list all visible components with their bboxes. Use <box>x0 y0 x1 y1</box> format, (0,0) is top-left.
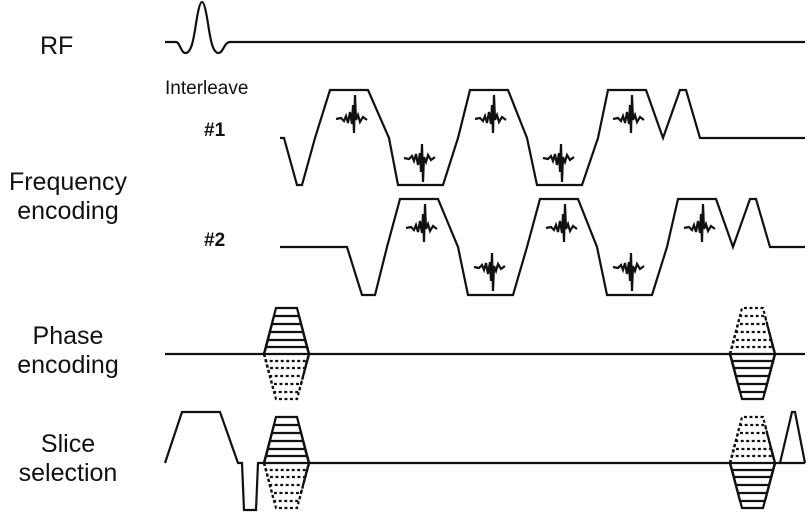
slice-encoding-table-right <box>728 415 777 510</box>
frequency-word: Frequency <box>8 168 128 196</box>
slice-selection-trace <box>163 410 805 512</box>
frequency-encoding-label: Frequency encoding <box>2 168 134 226</box>
slice-crusher-right <box>778 410 807 464</box>
rf-label: RF <box>40 32 74 60</box>
rf-trace <box>165 0 805 55</box>
selection-word: selection <box>18 458 118 487</box>
phase-encoding-table-left <box>262 306 311 401</box>
interleave-2-label: #2 <box>204 230 226 251</box>
slice-encoding-table-left <box>262 415 311 510</box>
slice-word: Slice <box>40 430 96 458</box>
frequency-trace-interleave-1 <box>280 88 805 187</box>
phase-encoding-table-right <box>728 306 777 401</box>
encoding-word-frequency: encoding <box>17 196 119 225</box>
echo-signals-interleave-2 <box>405 203 716 292</box>
interleave-1-label: #1 <box>204 120 226 141</box>
phase-encoding-label: Phase encoding <box>2 322 134 380</box>
interleave-label: Interleave <box>165 78 249 99</box>
echo-signals-interleave-1 <box>335 94 645 183</box>
slice-selection-label: Slice selection <box>2 430 134 488</box>
frequency-trace-interleave-2 <box>280 197 805 297</box>
phase-word: Phase <box>32 322 104 350</box>
encoding-word-phase: encoding <box>17 350 119 379</box>
